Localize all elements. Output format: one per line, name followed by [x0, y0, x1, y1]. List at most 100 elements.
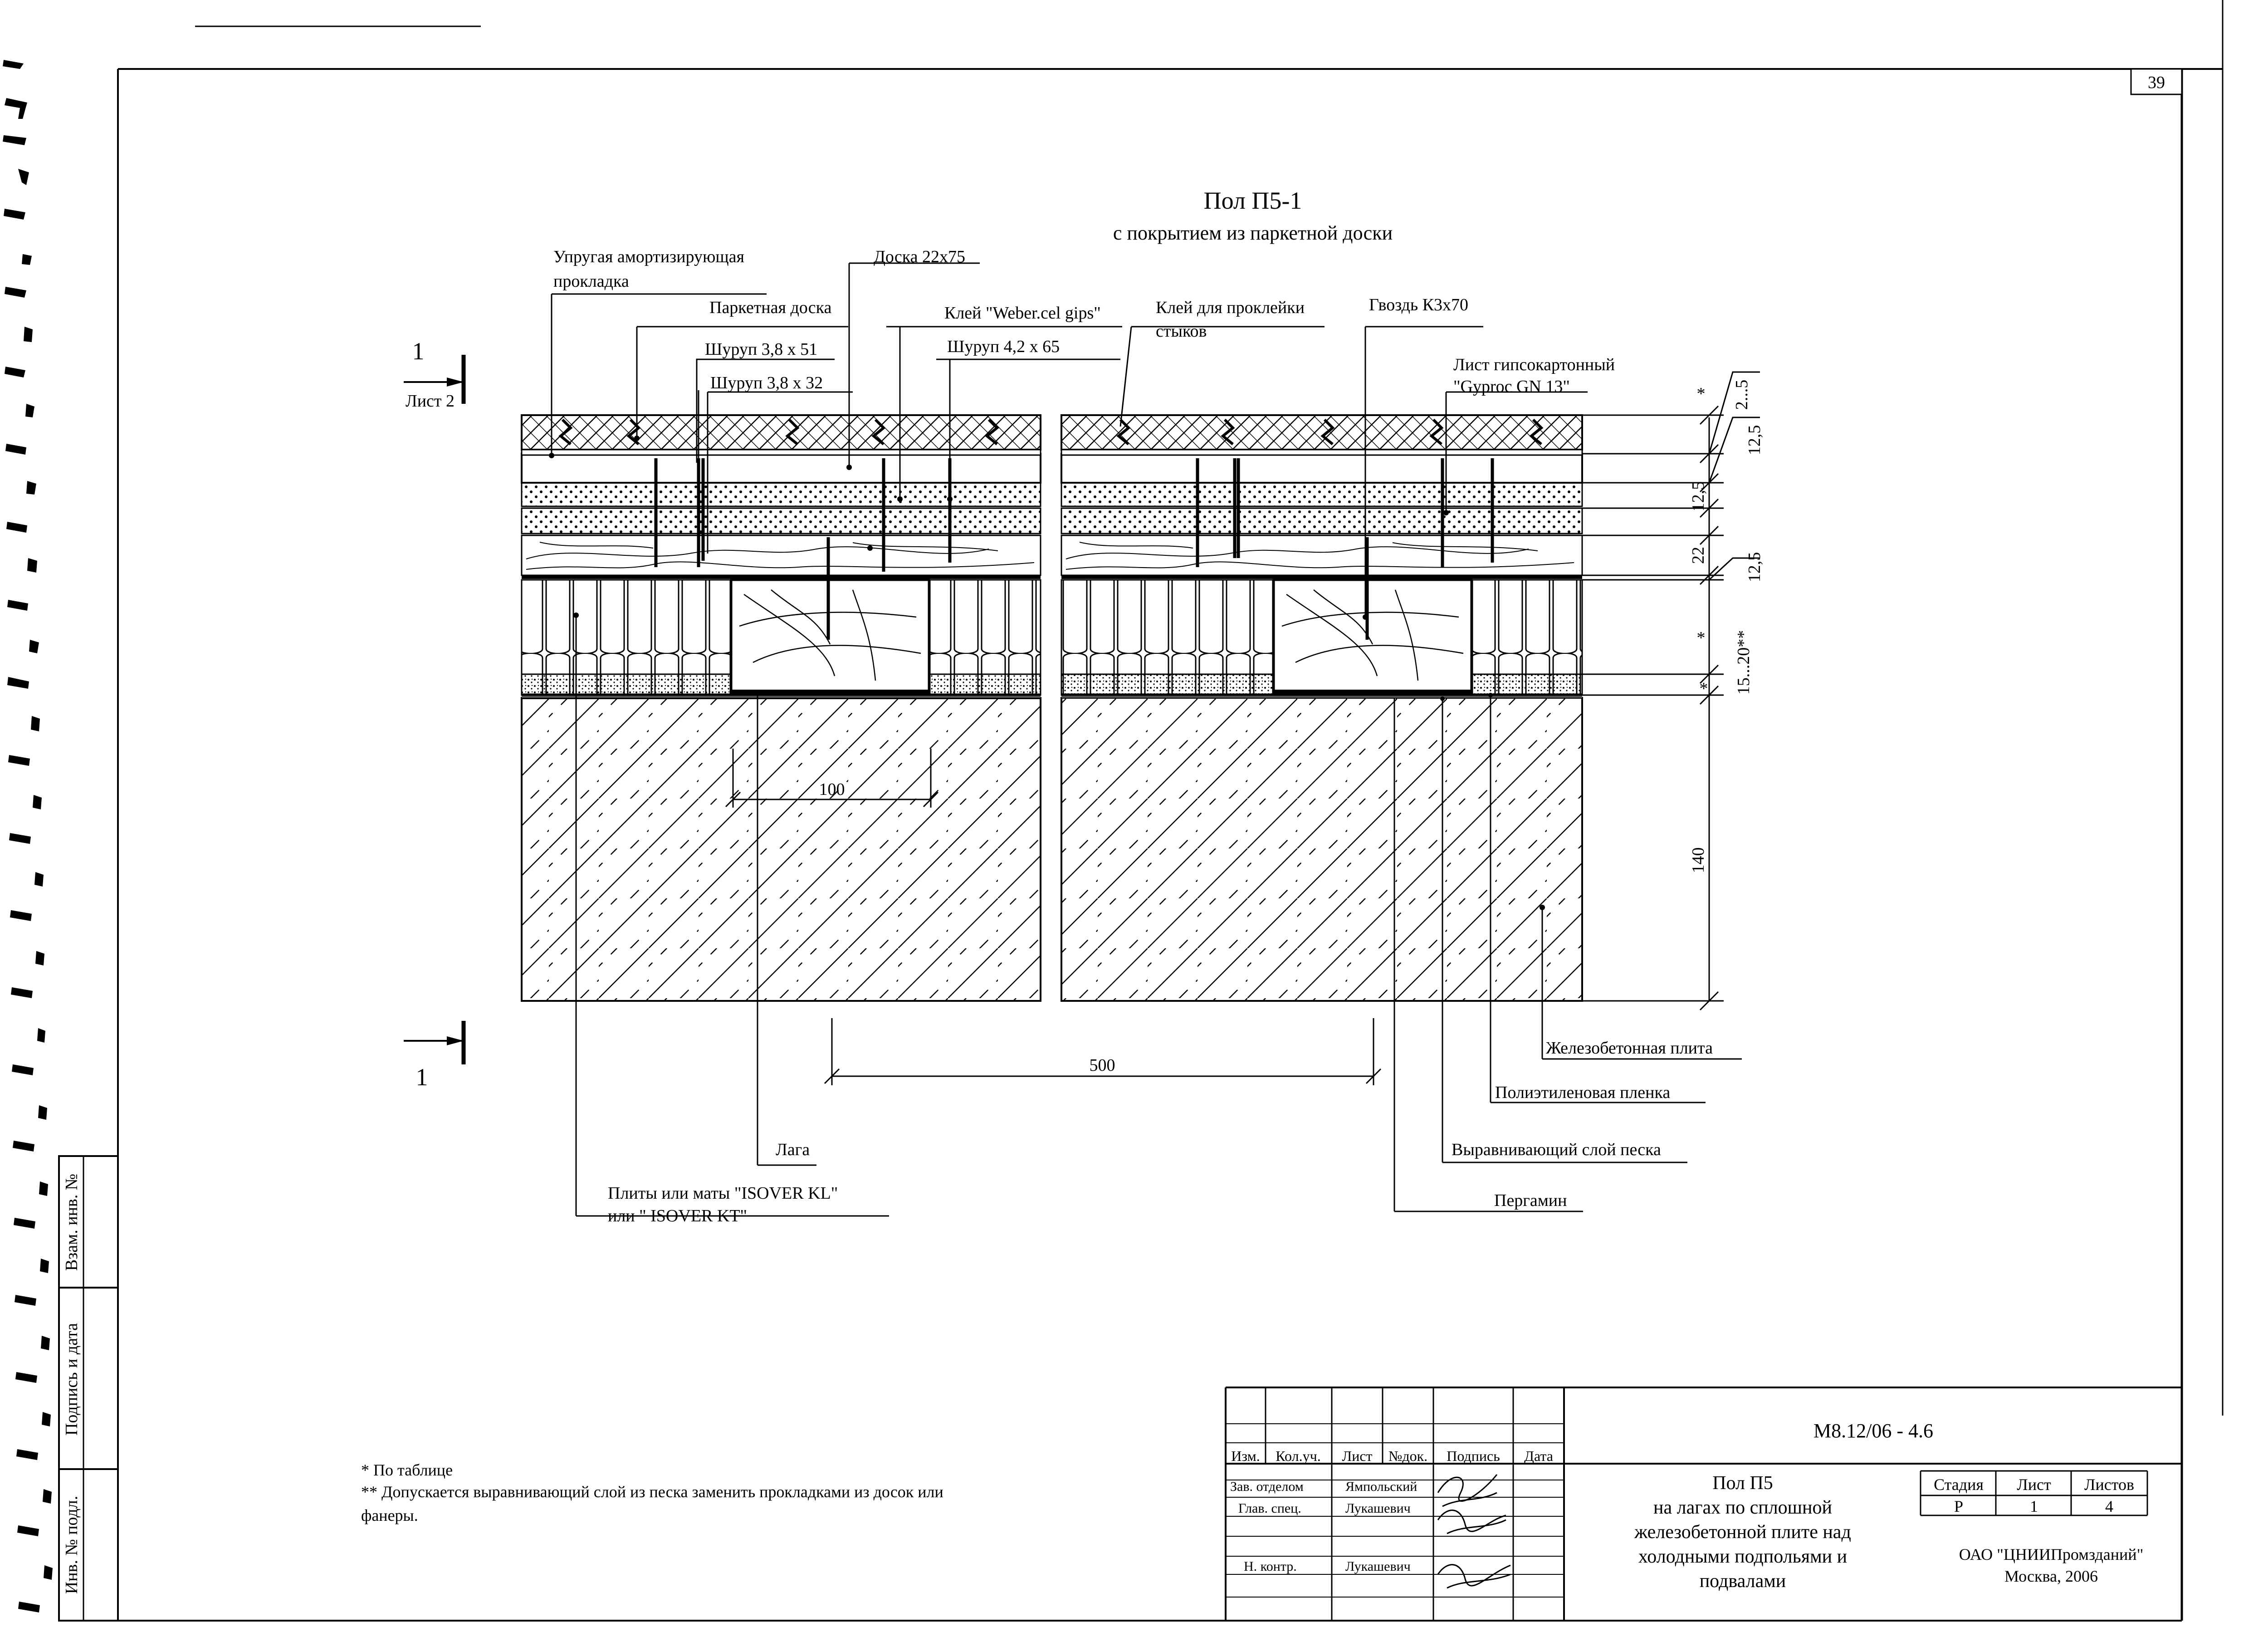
row-1-role: Зав. отделом [1230, 1479, 1304, 1494]
stage-value: Р [1954, 1497, 1963, 1515]
joist-right [1272, 578, 1473, 696]
vzam-inv-label: Взам. инв. № [62, 1174, 81, 1271]
label-gypsum: Лист гипсокартонный [1453, 355, 1615, 374]
podpis-data-label: Подпись и дата [62, 1323, 81, 1436]
label-nail: Гвоздь К3x70 [1369, 295, 1468, 314]
label-pe-film: Полиэтиленовая пленка [1495, 1083, 1670, 1102]
gypsum-upper [521, 482, 1041, 507]
label-screw-65: Шуруп 4,2 x 65 [947, 337, 1060, 356]
sheets-label: Листов [2084, 1475, 2134, 1494]
label-board: Доска 22x75 [874, 247, 965, 266]
document-code: М8.12/06 - 4.6 [1813, 1420, 1933, 1442]
hdr-izm: Изм. [1231, 1448, 1260, 1464]
label-isover-2: или " ISOVER KT" [608, 1206, 747, 1225]
dim-500: 500 [1090, 1056, 1115, 1075]
title-block: М8.12/06 - 4.6 Изм. Кол.уч. Лист №док. П… [1225, 1387, 2182, 1621]
dim-12-5-a: 12,5 [1745, 425, 1764, 456]
org-city-year: Москва, 2006 [2004, 1567, 2098, 1585]
name-line-1: Пол П5 [1712, 1473, 1773, 1494]
org-name: ОАО "ЦНИИПромзданий" [1959, 1545, 2144, 1563]
dim-star-2: * [1697, 628, 1706, 647]
dim-100: 100 [819, 780, 845, 799]
dimension-500 [824, 1018, 1382, 1085]
leader-dots [549, 436, 1545, 910]
sheet-value: 1 [2030, 1497, 2038, 1515]
name-line-4: холодными подпольями и [1638, 1546, 1847, 1567]
hdr-podpis: Подпись [1447, 1448, 1500, 1464]
row-2-role: Глав. спец. [1238, 1501, 1301, 1516]
label-underlines [552, 262, 1742, 1217]
label-pergamin: Пергамин [1494, 1191, 1567, 1210]
signatures [1437, 1474, 1511, 1589]
sheet-number: 39 [2148, 73, 2165, 92]
sheet-frame [117, 0, 2224, 1622]
note-2: ** Допускается выравнивающий слой из пес… [361, 1483, 943, 1501]
dim-2-5: 2...5 [1732, 380, 1751, 410]
dimension-chain [1582, 371, 1760, 1011]
dim-22: 22 [1689, 547, 1708, 564]
dim-12-5-b: 12,5 [1689, 481, 1708, 512]
label-glue-joints: Клей для проклейки [1156, 298, 1305, 317]
hdr-ndok: №док. [1388, 1448, 1427, 1464]
row-3-name: Лукашевич [1345, 1559, 1411, 1574]
dimension-texts: 2...5 12,5 12,5 22 12,5 * * * 15...20** … [1689, 380, 1764, 873]
insulation-left-a [521, 579, 731, 695]
section-sheet-ref: Лист 2 [406, 392, 455, 411]
binding-marks [3, 60, 53, 1612]
leader-lines [551, 263, 1543, 1216]
label-joist: Лага [776, 1140, 810, 1159]
drawing-subtitle: с покрытием из паркетной доски [1113, 222, 1393, 244]
dim-star-1: * [1697, 384, 1706, 403]
inv-podl-label: Инв. № подл. [62, 1496, 81, 1594]
name-line-5: подвалами [1700, 1571, 1786, 1592]
hdr-data: Дата [1524, 1448, 1553, 1464]
insulation-right-a [1061, 579, 1274, 695]
stage-label: Стадия [1934, 1475, 1984, 1494]
left-stamp-strip: Инв. № подл. Подпись и дата Взам. инв. № [58, 1155, 119, 1622]
label-elastic-pad: Упругая амортизирующая [553, 247, 744, 266]
label-gypsum-2: "Gyproc GN 13" [1453, 377, 1570, 396]
board-layer [521, 534, 1041, 576]
drawing-title: Пол П5-1 [1204, 187, 1302, 214]
label-glue-joints-2: стыков [1156, 322, 1207, 341]
row-2-name: Лукашевич [1345, 1501, 1411, 1516]
dim-star-3: * [1700, 679, 1708, 698]
label-isover: Плиты или маты "ISOVER KL" [608, 1184, 838, 1203]
name-line-2: на лагах по сплошной [1653, 1497, 1832, 1518]
row-3-role: Н. контр. [1244, 1559, 1297, 1574]
label-screw-32: Шуруп 3,8 x 32 [710, 373, 823, 392]
label-elastic-pad-2: прокладка [553, 272, 629, 291]
parquet-left [521, 414, 1041, 451]
section-right [1061, 414, 1583, 1002]
concrete-slab [521, 697, 1041, 1002]
parquet-right [1061, 414, 1583, 451]
callout-labels: Упругая амортизирующая прокладка Паркетн… [553, 247, 1713, 1225]
section-left [521, 414, 1041, 1002]
label-rc-slab: Железобетонная плита [1546, 1039, 1713, 1058]
dim-140: 140 [1689, 848, 1708, 873]
section-mark-top: 1 Лист 2 [404, 338, 466, 411]
name-line-3: железобетонной плите над [1634, 1522, 1851, 1543]
sheet-label: Лист [2017, 1475, 2051, 1494]
elastic-pad [522, 575, 1041, 579]
label-screw-51: Шуруп 3,8 x 51 [705, 340, 817, 359]
insulation-right-b [1471, 579, 1583, 695]
section-number-top: 1 [412, 338, 425, 365]
dim-15-20: 15...20** [1734, 630, 1753, 695]
note-1: * По таблице [361, 1461, 453, 1479]
hdr-kol: Кол.уч. [1276, 1448, 1320, 1464]
insulation-left-b [929, 579, 1041, 695]
gypsum-lower [521, 507, 1041, 534]
label-sand-layer: Выравнивающий слой песка [1452, 1140, 1661, 1159]
sheets-value: 4 [2105, 1497, 2113, 1515]
sheet-number-box: 39 [2130, 68, 2183, 95]
dimension-100 [725, 749, 939, 808]
notes: * По таблице ** Допускается выравнивающи… [361, 1461, 943, 1524]
section-mark-bottom: 1 [404, 1021, 466, 1091]
floor-section [521, 414, 1583, 1002]
dim-12-5-c: 12,5 [1745, 552, 1764, 583]
concrete-slab-right [1061, 697, 1583, 1002]
note-2-cont: фанеры. [361, 1506, 418, 1524]
hdr-list: Лист [1342, 1448, 1372, 1464]
